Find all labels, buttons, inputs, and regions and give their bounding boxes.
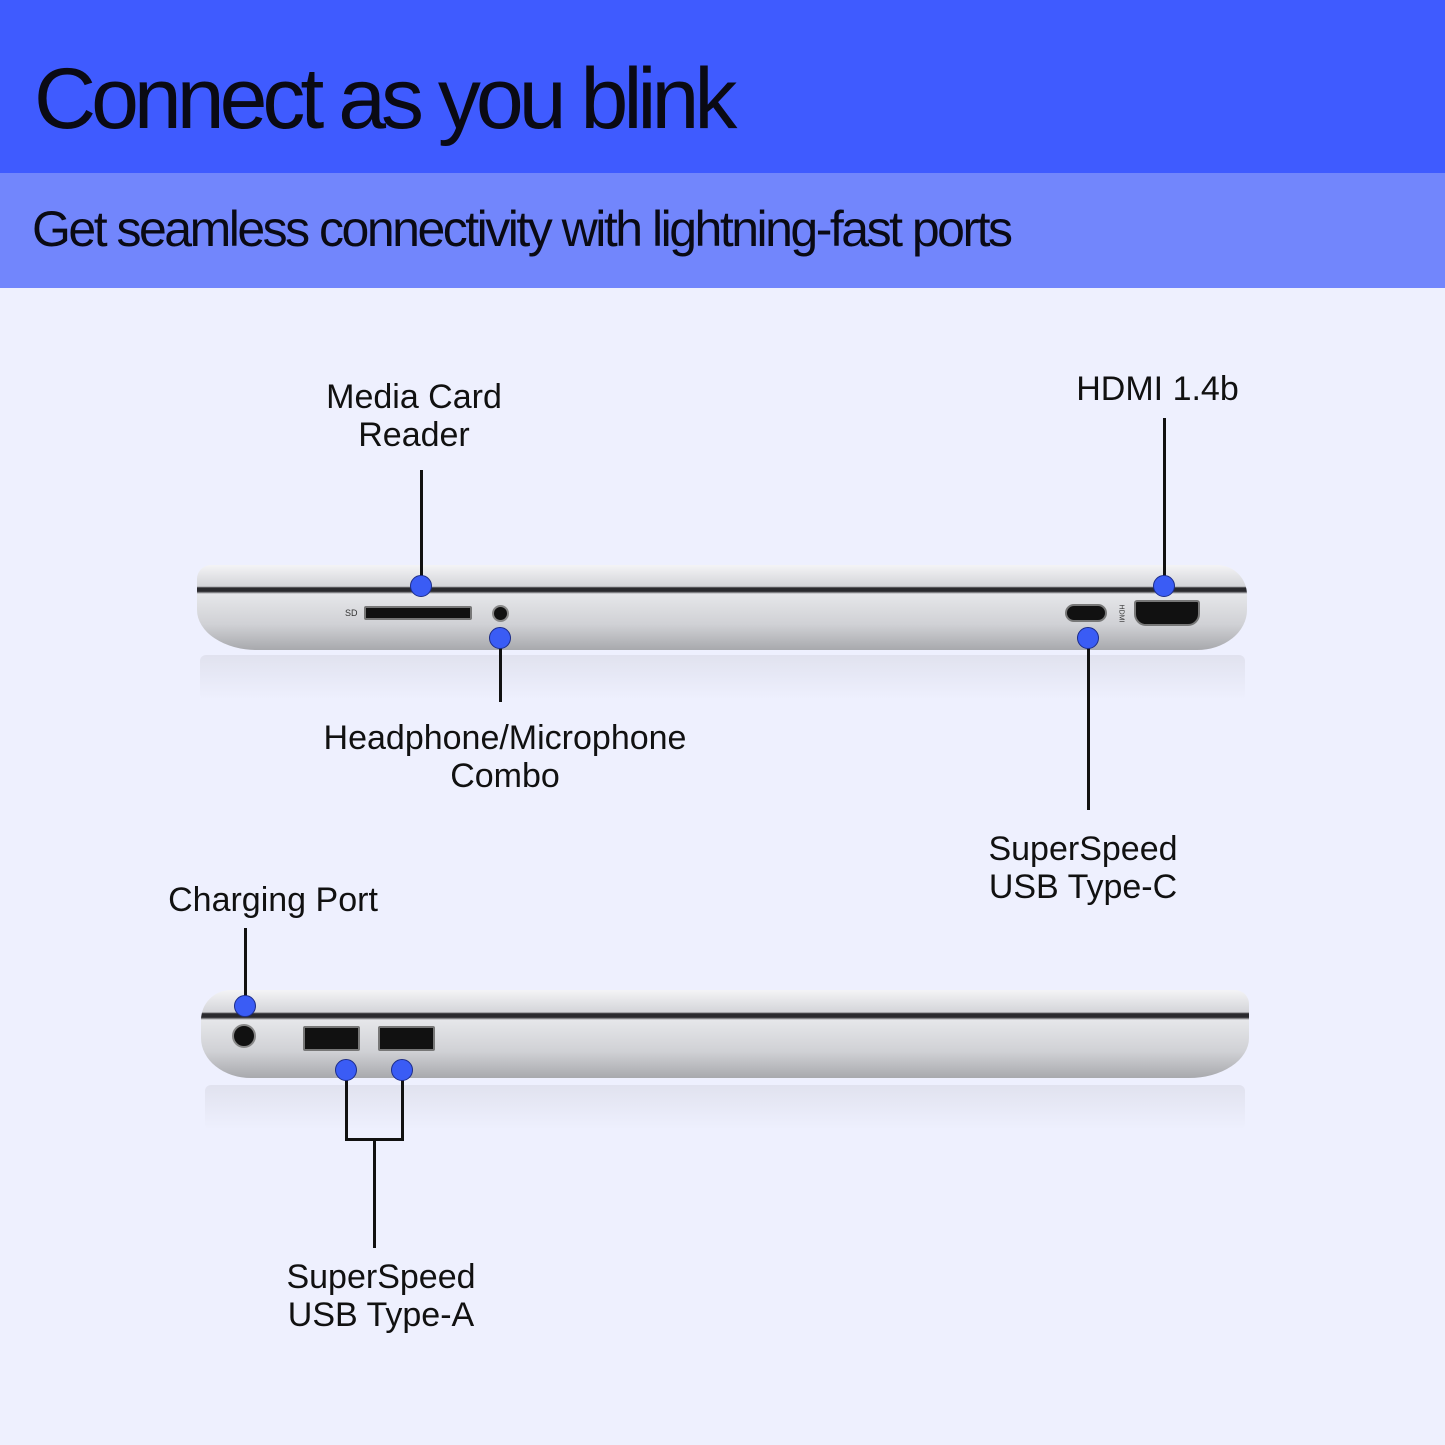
marker-usb-a-2 xyxy=(391,1059,413,1081)
usb-a-port-1 xyxy=(303,1026,360,1051)
marker-usb-c xyxy=(1077,627,1099,649)
usb-a-port-2 xyxy=(378,1026,435,1051)
marker-media-card xyxy=(410,575,432,597)
callout-line xyxy=(345,1070,348,1140)
callout-line xyxy=(373,1138,376,1248)
usb-c-port xyxy=(1065,604,1107,622)
header-banner: Connect as you blink xyxy=(0,0,1445,173)
hdmi-marking: HDMI xyxy=(1117,604,1125,623)
label-charging-port: Charging Port xyxy=(168,881,378,919)
callout-line xyxy=(499,638,502,702)
callout-line xyxy=(244,928,247,1006)
callout-line xyxy=(1087,638,1090,810)
laptop-reflection xyxy=(200,655,1245,700)
callout-line xyxy=(420,470,423,586)
hdmi-port xyxy=(1134,600,1200,626)
sd-marking: SD xyxy=(345,608,358,618)
marker-usb-a-1 xyxy=(335,1059,357,1081)
callout-line xyxy=(1163,418,1166,586)
marker-charging xyxy=(234,995,256,1017)
subheader-banner: Get seamless connectivity with lightning… xyxy=(0,173,1445,288)
charging-port xyxy=(232,1024,256,1048)
page-subtitle: Get seamless connectivity with lightning… xyxy=(32,201,1013,257)
headphone-jack xyxy=(492,605,509,622)
sd-card-slot xyxy=(364,606,472,620)
marker-hdmi xyxy=(1153,575,1175,597)
label-hdmi: HDMI 1.4b xyxy=(1076,370,1239,408)
page-title: Connect as you blink xyxy=(34,51,737,147)
laptop-reflection xyxy=(205,1085,1245,1130)
laptop-left-side xyxy=(201,990,1249,1078)
callout-line xyxy=(401,1070,404,1140)
marker-headphone xyxy=(489,627,511,649)
